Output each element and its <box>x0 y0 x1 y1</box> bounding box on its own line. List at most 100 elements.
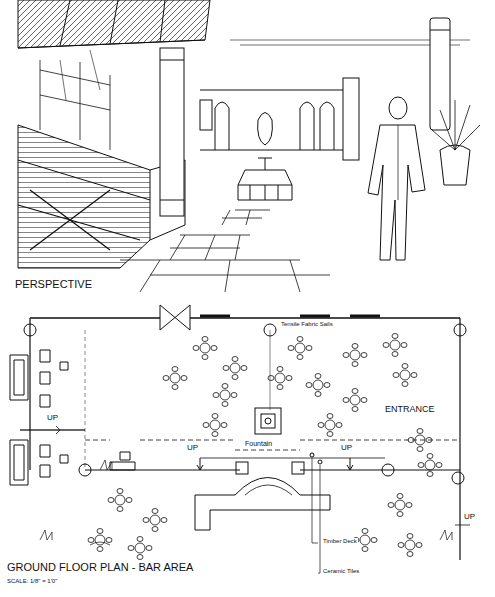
table-symbol <box>415 435 425 445</box>
chair-symbol <box>268 376 274 381</box>
plan-label: UP <box>46 414 59 423</box>
plan-label: GROUND FLOOR PLAN - BAR AREA <box>6 561 194 573</box>
chair-symbol <box>97 547 103 552</box>
table-symbol <box>220 390 230 400</box>
chair-symbol <box>362 529 368 534</box>
chair-symbol <box>397 494 403 499</box>
chair-symbol <box>352 407 358 412</box>
chair-symbol <box>418 463 424 468</box>
chair-symbol <box>213 393 219 398</box>
table-symbol <box>313 380 323 390</box>
table-symbol <box>230 363 240 373</box>
chair-symbol <box>202 337 208 342</box>
chair-symbol <box>297 355 303 360</box>
chair-symbol <box>327 432 333 437</box>
table-symbol <box>360 535 370 545</box>
chair-symbol <box>315 374 321 379</box>
chair-symbol <box>324 383 330 388</box>
plan-label: ENTRANCE <box>384 405 436 415</box>
chair-symbol <box>398 543 404 548</box>
table-symbol <box>210 420 220 430</box>
chair-symbol <box>306 383 312 388</box>
chair-symbol <box>436 463 442 468</box>
chair-symbol <box>352 389 358 394</box>
ground-floor-plan <box>10 305 470 573</box>
perspective-sketch <box>0 0 495 292</box>
chair-symbol <box>352 344 358 349</box>
chair-symbol <box>137 555 143 560</box>
plan-label: Timber Deck <box>322 538 358 545</box>
chair-symbol <box>288 346 294 351</box>
chair-symbol <box>152 527 158 532</box>
chair-symbol <box>397 512 403 517</box>
table-symbol <box>275 373 285 383</box>
chair-symbol <box>318 423 324 428</box>
chair-symbol <box>232 375 238 380</box>
chair-symbol <box>343 398 349 403</box>
chair-symbol <box>402 364 408 369</box>
chair-symbol <box>202 355 208 360</box>
chair-symbol <box>352 362 358 367</box>
plan-label: PERSPECTIVE <box>14 278 93 290</box>
chair-symbol <box>163 376 169 381</box>
chair-symbol <box>212 432 218 437</box>
chair-symbol <box>361 353 367 358</box>
chair-symbol <box>297 337 303 342</box>
table-symbol <box>405 540 415 550</box>
table-symbol <box>95 535 105 545</box>
chair-symbol <box>143 518 149 523</box>
chair-symbol <box>277 385 283 390</box>
chair-symbol <box>417 447 423 452</box>
chair-symbol <box>97 529 103 534</box>
chair-symbol <box>146 546 152 551</box>
valve-symbol <box>160 305 190 330</box>
table-symbol <box>115 495 125 505</box>
chair-symbol <box>106 538 112 543</box>
plan-label: UP <box>186 444 199 453</box>
chair-symbol <box>221 423 227 428</box>
chair-symbol <box>128 546 134 551</box>
chair-symbol <box>343 353 349 358</box>
chair-symbol <box>393 373 399 378</box>
chair-symbol <box>212 414 218 419</box>
plan-label: UP <box>340 444 353 453</box>
chair-symbol <box>222 384 228 389</box>
chair-symbol <box>223 366 229 371</box>
chair-symbol <box>361 398 367 403</box>
chair-symbol <box>172 367 178 372</box>
chair-symbol <box>426 438 432 443</box>
chair-symbol <box>408 438 414 443</box>
chair-symbol <box>417 429 423 434</box>
chair-symbol <box>181 376 187 381</box>
plan-label: SCALE: 1/8" = 1'0" <box>6 578 58 585</box>
table-symbol <box>150 515 160 525</box>
plan-label: Tensile Fabric Sails <box>280 321 334 328</box>
chair-symbol <box>401 343 407 348</box>
table-symbol <box>295 343 305 353</box>
table-symbol <box>350 350 360 360</box>
chair-symbol <box>416 543 422 548</box>
chair-symbol <box>362 547 368 552</box>
table-symbol <box>400 370 410 380</box>
chair-symbol <box>315 392 321 397</box>
chair-symbol <box>211 346 217 351</box>
chair-symbol <box>137 537 143 542</box>
table-symbol <box>395 500 405 510</box>
chair-symbol <box>427 472 433 477</box>
chair-symbol <box>286 376 292 381</box>
chair-symbol <box>203 423 209 428</box>
plan-label: UP <box>463 513 476 522</box>
chair-symbol <box>388 503 394 508</box>
chair-symbol <box>306 346 312 351</box>
chair-symbol <box>172 385 178 390</box>
chair-symbol <box>327 414 333 419</box>
chair-symbol <box>117 489 123 494</box>
chair-symbol <box>152 509 158 514</box>
table-symbol <box>390 340 400 350</box>
chair-symbol <box>231 393 237 398</box>
chair-symbol <box>427 454 433 459</box>
chair-symbol <box>407 534 413 539</box>
chair-symbol <box>232 357 238 362</box>
table-symbol <box>325 420 335 430</box>
